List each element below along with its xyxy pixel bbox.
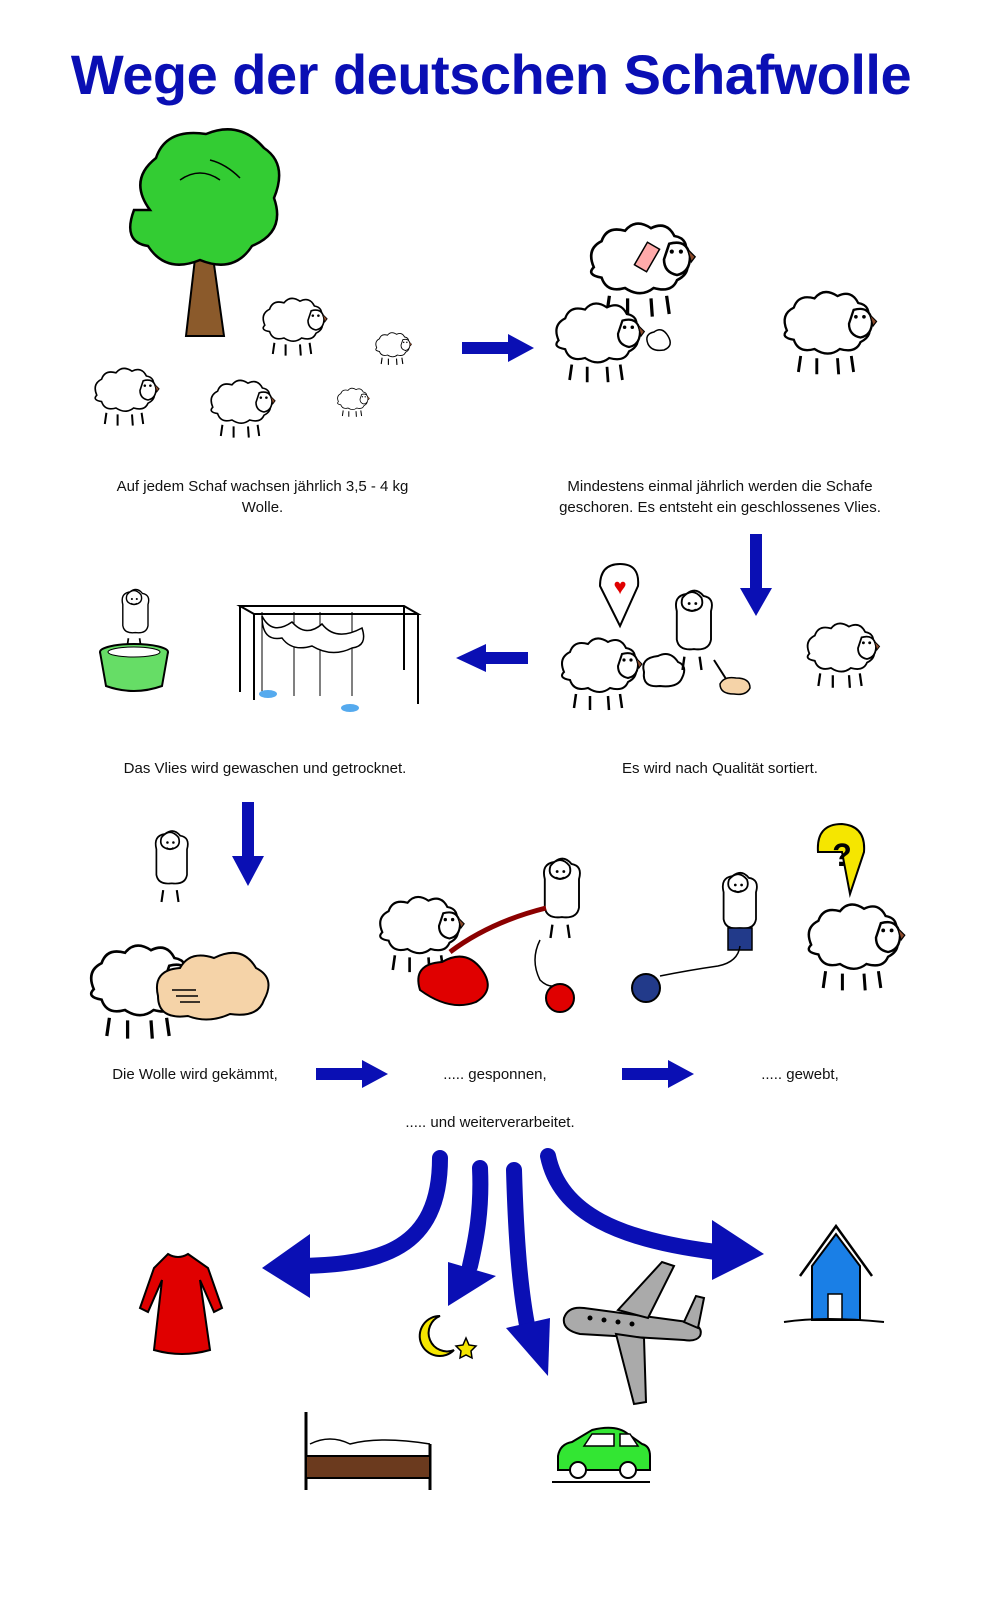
- heart-icon: ♥: [613, 574, 626, 599]
- arrow-wash-to-comb: [232, 802, 264, 886]
- caption-weave: ..... gewebt,: [761, 1066, 839, 1083]
- arrow-shear-to-sort: [740, 534, 772, 616]
- page-title: Wege der deutschen Schafwolle: [70, 43, 912, 106]
- bed-icon: [304, 1412, 432, 1490]
- arrow-grow-to-shear: [462, 334, 534, 362]
- red-yarn-ball-icon: [545, 983, 575, 1013]
- arrow-spin-to-weave: [622, 1060, 694, 1088]
- caption-grow: Auf jedem Schaf wachsen jährlich 3,5 - 4…: [116, 478, 409, 516]
- house-icon: [783, 1223, 885, 1323]
- airplane-icon: [562, 1260, 706, 1406]
- spinning-scene: [378, 857, 582, 1013]
- weaving-scene: ?: [631, 822, 907, 1003]
- blue-yarn-ball-icon: [631, 973, 661, 1003]
- question-icon: ?: [832, 837, 852, 873]
- product-arrows: [294, 1148, 724, 1338]
- caption-process: ..... und weiterverarbeitet.: [405, 1114, 575, 1131]
- caption-shear: Mindestens einmal jährlich werden die Sc…: [559, 478, 881, 516]
- moon-star-icon: [418, 1314, 478, 1360]
- caption-wash: Das Vlies wird gewaschen und getrocknet.: [123, 760, 407, 777]
- arrow-sort-to-wash: [456, 644, 528, 672]
- caption-comb: Die Wolle wird gekämmt,: [112, 1066, 278, 1083]
- sheep-grazing-group: [94, 297, 413, 439]
- sorting-scene: ♥: [560, 562, 881, 712]
- dress-icon: [138, 1252, 224, 1355]
- drying-rack-icon: [236, 605, 422, 712]
- product-arrowheads: [262, 1220, 764, 1376]
- tree-icon: [129, 128, 281, 337]
- caption-spin: ..... gesponnen,: [443, 1066, 547, 1083]
- sheep-shearing-group: [555, 221, 879, 384]
- combing-scene: [89, 829, 270, 1041]
- car-icon: [552, 1426, 651, 1483]
- arrow-comb-to-spin: [316, 1060, 388, 1088]
- caption-sort: Es wird nach Qualität sortiert.: [622, 760, 818, 777]
- washing-scene: [99, 588, 169, 692]
